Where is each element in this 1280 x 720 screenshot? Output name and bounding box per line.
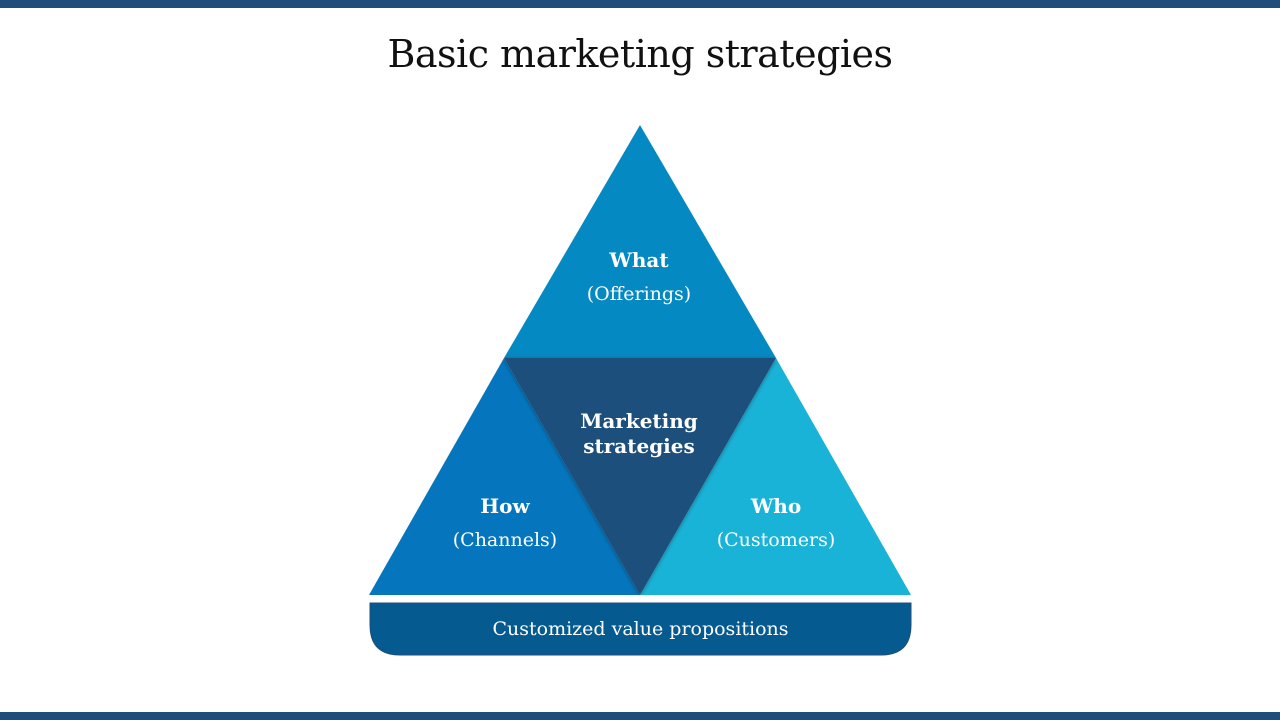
left-subheading: (Channels) [452, 529, 558, 551]
center-label-group: Marketing strategies [539, 409, 739, 458]
base-label: Customized value propositions [492, 618, 789, 640]
center-line-2: strategies [583, 434, 695, 458]
center-line-1: Marketing [580, 409, 698, 433]
left-triangle-how [369, 358, 640, 595]
bottom-frame-bar [0, 712, 1280, 720]
top-triangle-what [504, 125, 776, 358]
top-heading: What [609, 248, 669, 272]
right-heading: Who [750, 494, 802, 518]
left-label-group: How (Channels) [405, 494, 605, 552]
slide-title: Basic marketing strategies [387, 32, 893, 76]
center-triangle-marketing-strategies [504, 358, 776, 595]
top-subheading: (Offerings) [586, 283, 692, 305]
base-band [369, 602, 912, 656]
right-triangle-who [640, 358, 911, 595]
right-label-group: Who (Customers) [676, 494, 876, 552]
top-label-group: What (Offerings) [539, 248, 739, 306]
left-heading: How [480, 494, 530, 518]
right-subheading: (Customers) [716, 529, 836, 551]
top-frame-bar [0, 0, 1280, 8]
